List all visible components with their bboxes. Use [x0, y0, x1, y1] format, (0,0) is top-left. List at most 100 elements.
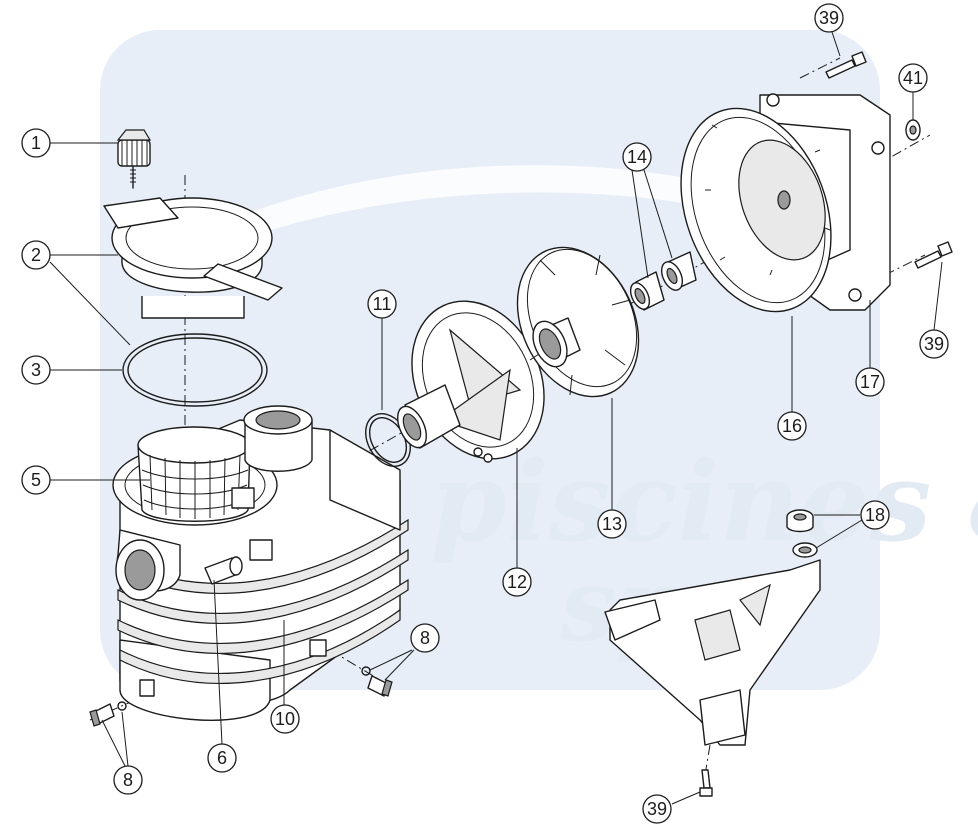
- callout-17-label: 17: [860, 372, 880, 392]
- outlet-bore: [255, 410, 301, 430]
- callout-10: 10: [270, 704, 300, 734]
- leader-18b: [815, 519, 863, 549]
- callout-14-label: 14: [627, 147, 647, 167]
- callout-6: 6: [207, 743, 237, 773]
- callout-39-top-label: 39: [819, 8, 839, 28]
- callout-18: 18: [860, 500, 890, 530]
- seal-plate: [680, 93, 891, 313]
- flange-hole-1: [766, 93, 780, 107]
- leader-6: [213, 579, 223, 745]
- callout-11-label: 11: [373, 294, 392, 314]
- o-ring-outer: [122, 333, 268, 407]
- lid-o-ring: [122, 333, 268, 407]
- leader-8b: [121, 711, 129, 767]
- bolt-right-head: [937, 241, 953, 257]
- bolt-top-head: [851, 51, 867, 67]
- basket-rim: [137, 426, 251, 464]
- support-boss-hole: [798, 546, 812, 554]
- callout-8-right-label: 8: [420, 628, 430, 648]
- motor-support: [604, 509, 821, 746]
- drain-plug-right: [361, 666, 393, 697]
- callout-5-label: 5: [31, 470, 41, 490]
- callout-16-label: 16: [782, 416, 802, 436]
- knob-thread: [130, 169, 136, 183]
- shaft-hole: [777, 190, 791, 210]
- impeller-eye-bore: [538, 328, 562, 360]
- strainer-lid: [103, 197, 283, 319]
- flange-hole-3: [848, 288, 862, 302]
- callout-39-bottom-label: 39: [647, 799, 667, 819]
- impeller: [516, 246, 640, 398]
- callout-41: 41: [898, 63, 928, 93]
- callout-8-left-label: 8: [123, 770, 133, 790]
- diffuser-pin-hole-2: [483, 453, 493, 463]
- drain-boss-right: [309, 639, 327, 657]
- callout-39-right-label: 39: [924, 334, 944, 354]
- lid-knob: [116, 129, 152, 189]
- callout-39-bottom: 39: [642, 794, 672, 824]
- callout-1-label: 1: [31, 133, 41, 153]
- grommet-body: [786, 517, 814, 533]
- clamp-ear-bottom: [249, 539, 273, 561]
- drain-o-ring-left: [117, 701, 127, 711]
- callout-39-right: 39: [919, 329, 949, 359]
- support-cutout-2: [694, 609, 741, 661]
- clamp-ear-right: [231, 487, 255, 509]
- bolt-right: [914, 241, 953, 269]
- knob-body: [117, 139, 151, 167]
- drain-o-ring-right: [361, 666, 371, 676]
- leader-8a: [101, 719, 126, 767]
- watermark-text-1: piscines &: [430, 437, 978, 566]
- lid-tab-right: [203, 263, 283, 301]
- leader-8d: [384, 649, 415, 681]
- bolt-top-shank: [825, 59, 856, 79]
- lid-tab-left: [103, 197, 179, 229]
- callout-16: 16: [777, 411, 807, 441]
- callout-13: 13: [597, 509, 627, 539]
- callout-14: 14: [622, 142, 652, 172]
- support-foot-right: [699, 689, 746, 746]
- drain-plug-head-right: [381, 679, 393, 697]
- callout-12: 12: [502, 567, 532, 597]
- leader-8c: [369, 649, 413, 671]
- rib-4: [119, 608, 401, 684]
- bolt-bottom: [699, 769, 713, 797]
- leader-14a: [631, 169, 649, 279]
- leader-39-top: [831, 31, 841, 57]
- bearing-2-bore: [666, 267, 678, 285]
- bolt-axis-top: [799, 57, 841, 79]
- callout-8-left: 8: [113, 765, 143, 795]
- drain-plug-left: [89, 701, 127, 727]
- bolt-right-shank: [914, 250, 942, 269]
- drain-boss-left: [139, 679, 155, 697]
- callout-18-label: 18: [865, 505, 885, 525]
- callout-3-label: 3: [31, 360, 41, 380]
- bolt-axis-right: [884, 254, 926, 276]
- leader-2b: [49, 261, 131, 346]
- drain-plug-head-left: [89, 709, 101, 727]
- knob-top: [116, 129, 152, 141]
- bolt-bottom-head: [699, 787, 713, 797]
- support-cutout-1: [739, 583, 771, 627]
- pump-housing: [112, 405, 409, 721]
- diffuser-pin-hole-1: [473, 447, 483, 457]
- callout-11: 11: [367, 289, 397, 319]
- rib-2: [117, 548, 409, 624]
- callout-2: 2: [21, 240, 51, 270]
- callout-2-label: 2: [31, 245, 41, 265]
- callout-1: 1: [21, 128, 51, 158]
- knob-grip: [121, 140, 148, 166]
- leader-14b: [643, 169, 673, 259]
- o-ring-inner: [127, 337, 263, 403]
- callout-5: 5: [21, 465, 51, 495]
- flange-hole-2: [871, 141, 885, 155]
- callout-10-label: 10: [275, 709, 295, 729]
- callout-41-label: 41: [903, 68, 923, 88]
- diffuser-neck-bore: [402, 413, 422, 441]
- impeller-vanes: [529, 254, 631, 396]
- rib-3: [117, 578, 409, 654]
- washer-hole: [909, 125, 917, 135]
- seal-ticks: [705, 124, 831, 276]
- washer: [905, 119, 921, 141]
